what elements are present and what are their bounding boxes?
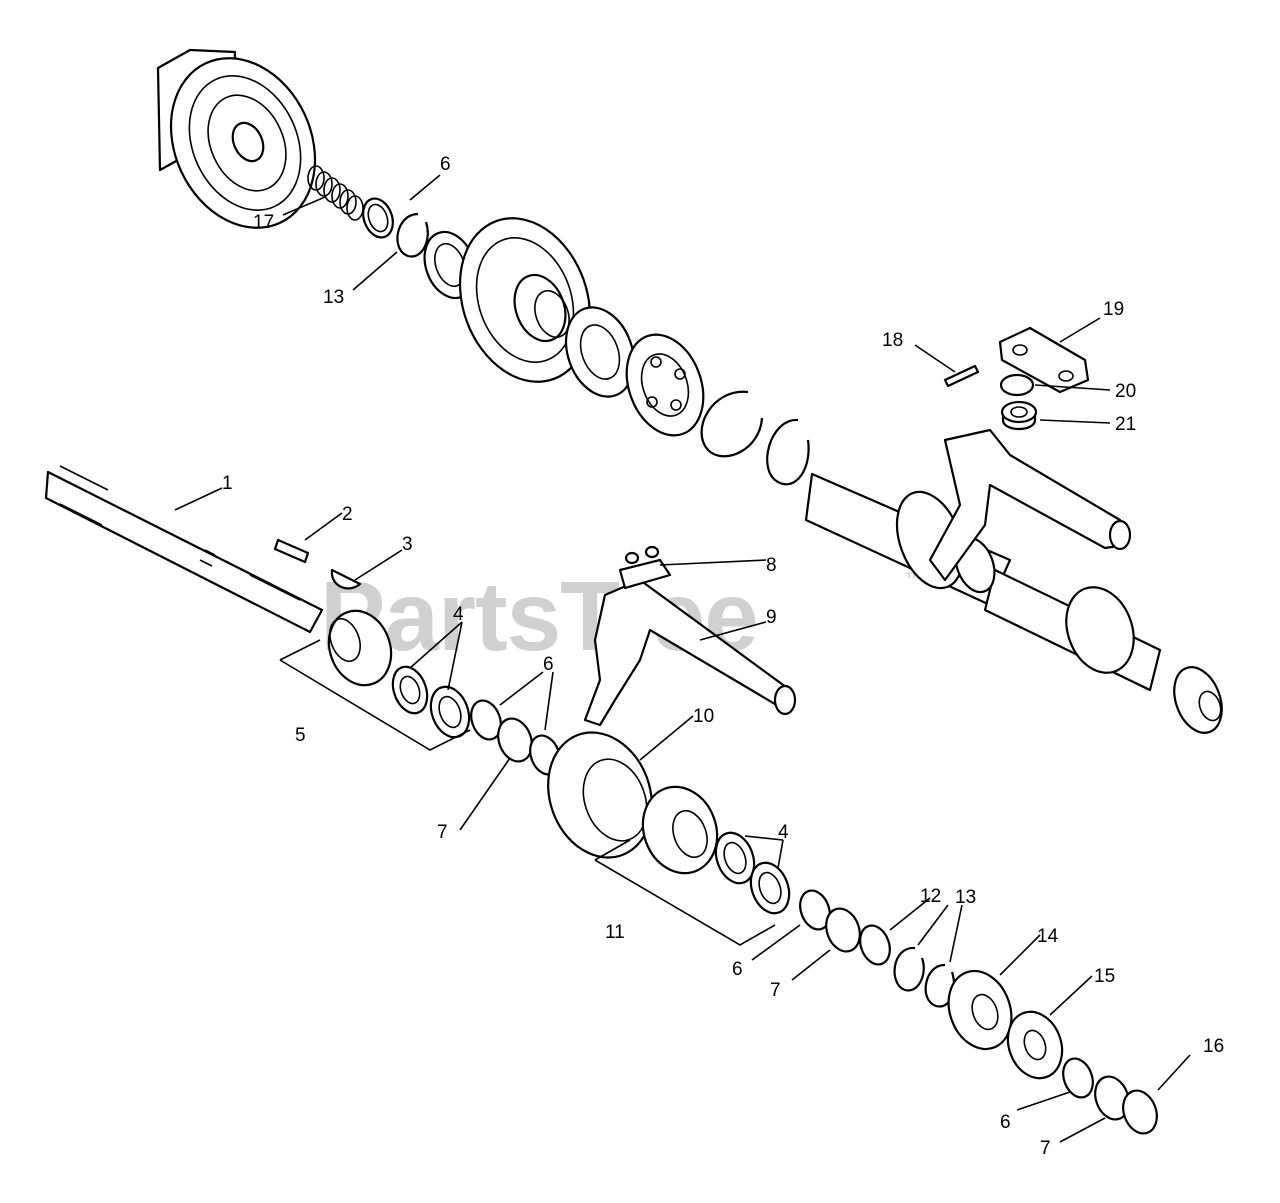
callout-19: 19 (1103, 299, 1124, 320)
snap-ring-top[interactable] (396, 212, 429, 258)
washer-12[interactable] (855, 921, 895, 968)
callout-7-end: 7 (1040, 1138, 1051, 1159)
woodruff-key[interactable] (330, 568, 362, 590)
drive-pulley[interactable] (144, 35, 342, 252)
callout-2: 2 (342, 504, 353, 525)
snap-ring-lower-a[interactable] (893, 946, 925, 992)
callout-4-lower: 4 (778, 822, 789, 843)
callout-20: 20 (1115, 381, 1136, 402)
washer-16[interactable] (1117, 1086, 1162, 1138)
thrust-washer-d[interactable] (1058, 1054, 1098, 1101)
callout-21: 21 (1115, 414, 1136, 435)
callout-17: 17 (253, 212, 274, 233)
callout-6-top: 6 (440, 154, 451, 175)
bearing-middle[interactable] (554, 298, 646, 406)
callout-6-lower: 6 (732, 959, 743, 980)
gear-10[interactable] (531, 718, 669, 872)
callout-3: 3 (402, 534, 413, 555)
needle-bearing-4b[interactable] (424, 681, 476, 742)
gear-11[interactable] (631, 776, 729, 883)
callout-7-lower: 7 (770, 980, 781, 1001)
gear-15[interactable] (999, 1004, 1071, 1086)
upper-shift-fork[interactable] (928, 428, 1132, 582)
callout-13-top: 13 (323, 287, 344, 308)
needle-bearing-4c[interactable] (709, 827, 761, 888)
thrust-washer-a[interactable] (466, 696, 506, 743)
needle-bearing-4d[interactable] (744, 857, 796, 918)
callout-6-end: 6 (1000, 1112, 1011, 1133)
shift-plate-8[interactable] (618, 545, 672, 590)
washer-20[interactable] (999, 373, 1035, 397)
thrust-bearing-b[interactable] (820, 904, 865, 956)
callout-numbers: 6 17 13 19 18 20 21 1 2 3 4 5 6 7 8 9 10… (222, 154, 1224, 1159)
ball-bearing[interactable] (613, 324, 716, 446)
shaft-key[interactable] (273, 538, 310, 564)
assembly-brackets (279, 639, 776, 946)
callout-16: 16 (1203, 1036, 1224, 1057)
main-shaft[interactable] (44, 465, 324, 634)
callout-5: 5 (295, 725, 306, 746)
needle-bearing-4a[interactable] (387, 662, 433, 718)
washer-top[interactable] (358, 194, 398, 241)
callout-8: 8 (766, 555, 777, 576)
large-snap-ring[interactable] (700, 390, 764, 458)
callout-11: 11 (605, 922, 625, 943)
bushing[interactable] (1000, 400, 1038, 431)
callout-10: 10 (693, 706, 714, 727)
callout-15: 15 (1094, 966, 1115, 987)
shift-fork-9[interactable] (583, 578, 797, 727)
callout-12: 12 (920, 886, 941, 907)
clutch-disc[interactable] (438, 200, 612, 400)
roll-pin[interactable] (943, 364, 980, 388)
leader-lines (174, 174, 1191, 1143)
upper-output-shaft[interactable] (804, 472, 1230, 739)
gear-14[interactable] (938, 962, 1022, 1058)
thrust-bearing-c[interactable] (1089, 1072, 1134, 1124)
thrust-washer-c[interactable] (795, 886, 835, 933)
callout-4-upper: 4 (453, 604, 464, 625)
cluster-gear-5[interactable] (319, 602, 401, 694)
spring[interactable] (307, 165, 364, 221)
shift-plate[interactable] (998, 326, 1090, 394)
retaining-ring[interactable] (766, 418, 810, 486)
callout-9: 9 (766, 607, 777, 628)
callout-18: 18 (882, 330, 903, 351)
callout-6-mid: 6 (543, 654, 554, 675)
thrust-bearing-a[interactable] (492, 714, 537, 766)
callout-1: 1 (222, 473, 233, 494)
callout-14: 14 (1037, 926, 1059, 947)
callout-7-mid: 7 (437, 822, 448, 843)
callout-13-lower: 13 (955, 887, 976, 908)
